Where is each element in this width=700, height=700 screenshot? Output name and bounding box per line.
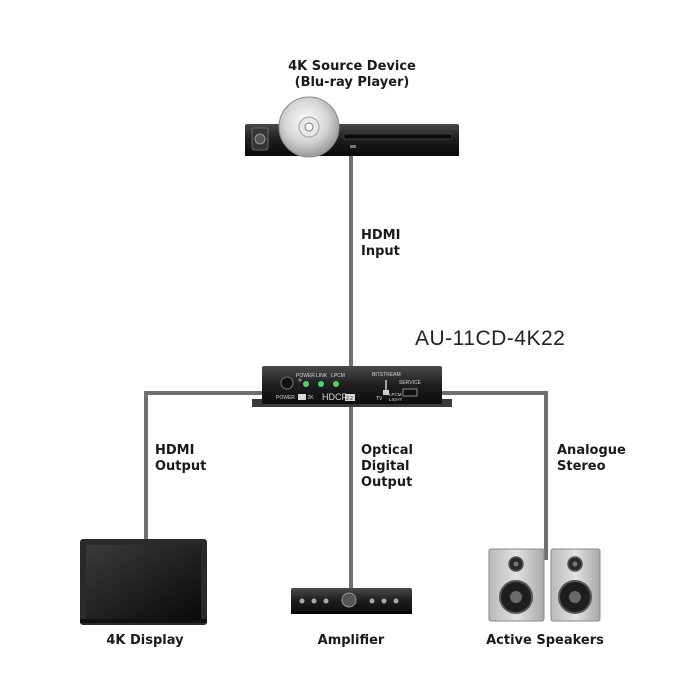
hdmi-output-cable — [144, 391, 265, 543]
active-speakers — [488, 548, 601, 622]
optical-line3: Output — [361, 475, 413, 490]
model-name: AU-11CD-4K22 — [415, 327, 566, 350]
hdmi-output-line1: HDMI — [155, 443, 195, 458]
hdmi-output-label: HDMI Output — [155, 443, 206, 475]
amplifier — [291, 588, 412, 614]
service-label: SERVICE — [399, 380, 422, 386]
analogue-line2: Stereo — [557, 459, 606, 474]
hdcp-version: 2.2 — [346, 396, 353, 402]
hdmi-input-line2: Input — [361, 244, 400, 259]
power-label: POWER — [276, 395, 295, 401]
left-speaker — [488, 548, 545, 622]
resolution-badge: 4K 2K — [300, 395, 314, 401]
hdmi-input-label: HDMI Input — [361, 228, 400, 260]
led-label-lpcm: LPCM — [331, 373, 345, 379]
led-label-power: POWER — [296, 373, 315, 379]
optical-line1: Optical — [361, 443, 413, 458]
cables — [144, 150, 548, 590]
converter-device — [252, 366, 452, 407]
speakers-label: Active Speakers — [486, 633, 604, 648]
display-label: 4K Display — [106, 633, 184, 648]
tv-display — [80, 539, 207, 625]
optical-output-label: Optical Digital Output — [361, 443, 413, 491]
switch-label: BITSTREAM — [372, 372, 401, 378]
lpcm-light-line1: LPCM — [389, 392, 402, 397]
source-device-label: 4K Source Device (Blu-ray Player) — [262, 59, 442, 91]
lpcm-light-line2: LIGHT — [389, 397, 403, 402]
hdmi-input-line1: HDMI — [361, 228, 401, 243]
bluray-player — [245, 96, 459, 158]
source-title-line1: 4K Source Device — [288, 59, 416, 74]
amplifier-label: Amplifier — [317, 633, 385, 648]
analogue-line1: Analogue — [557, 443, 626, 458]
hdmi-output-line2: Output — [155, 459, 207, 474]
analogue-cable — [440, 391, 548, 560]
analogue-stereo-label: Analogue Stereo — [557, 443, 626, 475]
tv-label: TV — [376, 396, 383, 402]
led-label-link: LINK — [316, 373, 328, 379]
source-title-line2: (Blu-ray Player) — [294, 75, 410, 90]
right-speaker — [550, 548, 601, 622]
optical-line2: Digital — [361, 459, 410, 474]
hdcp-label: HDCP — [322, 392, 348, 402]
